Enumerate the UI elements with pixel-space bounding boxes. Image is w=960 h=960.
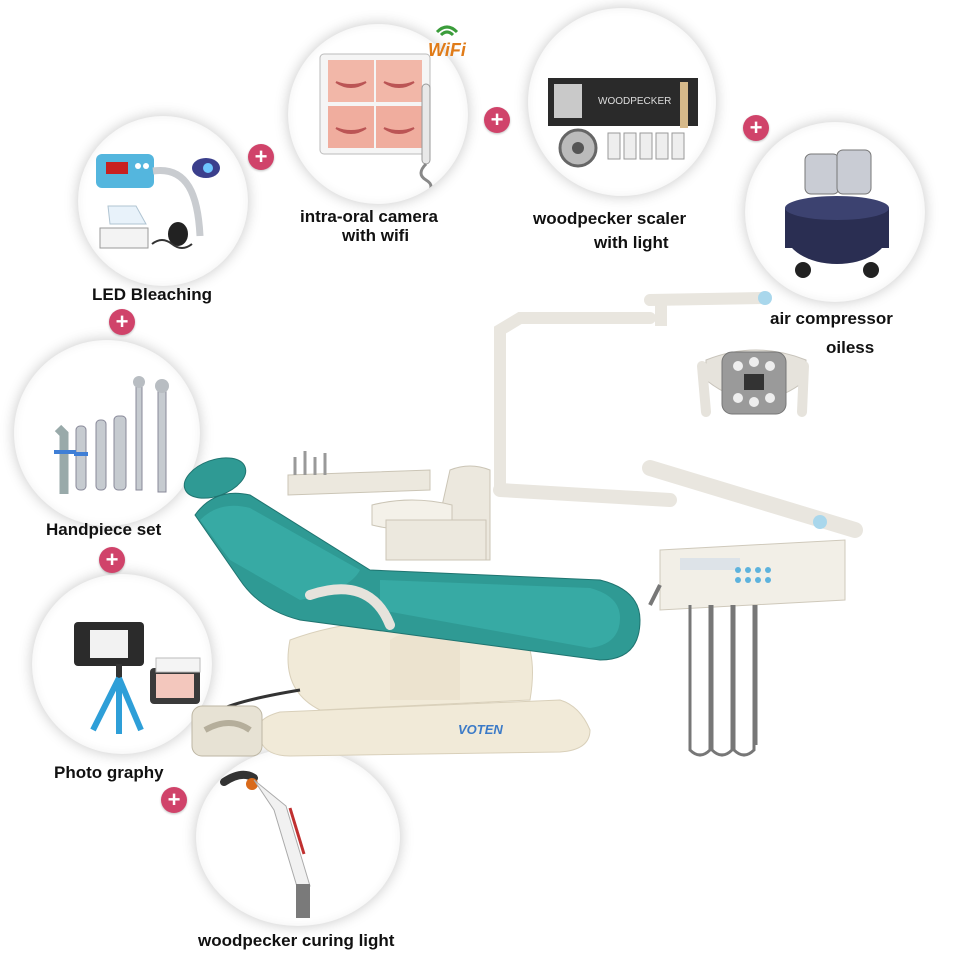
chair-upholstery: [183, 457, 641, 661]
camera-image: [319, 53, 433, 196]
plus-icon: +: [743, 115, 769, 141]
plus-icon: +: [161, 787, 187, 813]
led-bleaching-image: [96, 154, 220, 249]
camera-label-line2: with wifi: [342, 226, 410, 245]
photography-label: Photo graphy: [54, 763, 164, 782]
chair-base: [257, 617, 591, 757]
photography-image: [74, 622, 201, 734]
chair-brand-logo: VOTEN: [458, 722, 503, 737]
compressor-image: [785, 149, 889, 278]
wifi-badge: WiFi: [428, 40, 466, 60]
photography-circle: [32, 574, 212, 754]
camera-label-line1: intra-oral camera: [300, 207, 438, 226]
scaler-circle: WOODPECKER: [528, 8, 716, 196]
compressor-label-line1: air compressor: [770, 309, 893, 328]
svg-text:WOODPECKER: WOODPECKER: [598, 96, 671, 107]
camera-circle: [288, 24, 468, 204]
handpiece-image: [54, 376, 169, 494]
plus-icon: +: [99, 547, 125, 573]
curing-circle: [196, 748, 400, 926]
led-bleaching-label: LED Bleaching: [92, 285, 212, 304]
handpiece-label: Handpiece set: [46, 520, 162, 539]
compressor-circle: [745, 122, 925, 302]
handpiece-circle: [14, 340, 200, 526]
curing-image: [220, 770, 311, 918]
compressor-label-line2: oiless: [826, 338, 875, 357]
plus-icon: +: [248, 144, 274, 170]
plus-icon: +: [484, 107, 510, 133]
curing-label: woodpecker curing light: [198, 931, 395, 950]
scaler-label-line2: with light: [594, 233, 669, 252]
scaler-image: WOODPECKER: [548, 78, 698, 168]
led-bleaching-circle: [78, 116, 248, 286]
operating-lamp: [697, 349, 809, 417]
scaler-label-line1: woodpecker scaler: [533, 209, 687, 228]
instrument-tray: [648, 539, 846, 757]
plus-icon: +: [109, 309, 135, 335]
